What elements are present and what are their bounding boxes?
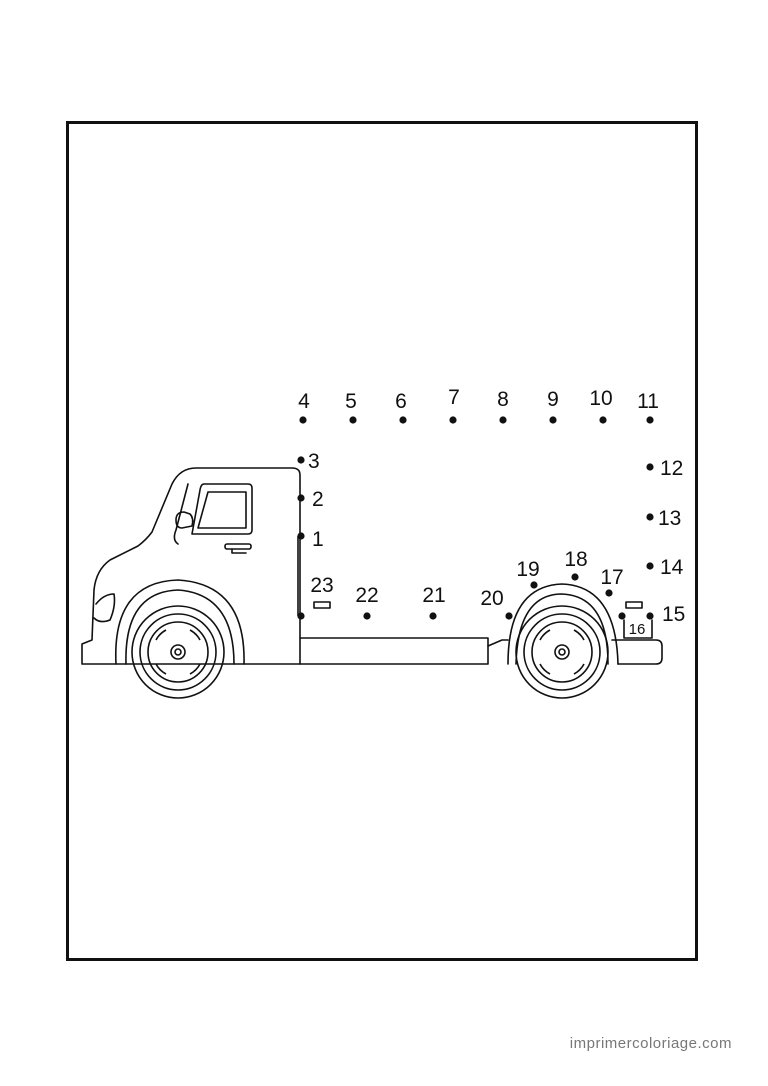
- dot-marker: [297, 494, 305, 502]
- dot-number: 22: [355, 584, 378, 607]
- dot-number: 21: [422, 584, 445, 607]
- page-frame: [66, 121, 698, 961]
- dot-number: 16: [629, 621, 646, 638]
- dot-number: 4: [298, 390, 310, 413]
- dot-marker: [349, 416, 357, 424]
- dot-number: 8: [497, 388, 509, 411]
- dot-10: 10: [589, 387, 613, 424]
- dot-number: 23: [310, 574, 333, 597]
- dot-14: 14: [646, 556, 684, 579]
- dot-number: 2: [312, 488, 324, 511]
- dot-marker: [646, 612, 654, 620]
- dot-13: 13: [646, 507, 681, 530]
- front-wheel-icon: [131, 605, 225, 699]
- dot-number: 20: [480, 587, 503, 610]
- dot-number: 17: [600, 566, 623, 589]
- dot-9: 9: [547, 388, 559, 424]
- dot-19: 19: [516, 558, 540, 589]
- dot-21: 21: [422, 584, 446, 620]
- dot-7: 7: [448, 386, 460, 424]
- dot-1: 1: [297, 528, 324, 551]
- dot-number: 13: [658, 507, 681, 530]
- rear-bumper: [611, 639, 663, 665]
- rear-wheel-icon: [515, 605, 609, 699]
- side-marker-light: [313, 601, 331, 609]
- dot-marker: [646, 463, 654, 471]
- front-wheel-arch: [115, 579, 245, 665]
- dot-15: 15: [646, 603, 685, 626]
- dot-marker: [505, 612, 513, 620]
- dot-number: 10: [589, 387, 612, 410]
- dot-16: 16: [618, 612, 645, 638]
- dot-11: 11: [637, 390, 659, 424]
- dot-marker: [599, 416, 607, 424]
- chassis-bar: [299, 637, 489, 665]
- dot-marker: [449, 416, 457, 424]
- dot-number: 6: [395, 390, 407, 413]
- headlight-icon: [93, 593, 116, 623]
- dot-20: 20: [480, 587, 513, 620]
- dot-4: 4: [298, 390, 310, 424]
- dot-number: 11: [637, 390, 659, 413]
- dot-marker: [399, 416, 407, 424]
- dot-marker: [297, 612, 305, 620]
- dot-number: 9: [547, 388, 559, 411]
- dot-number: 18: [564, 548, 587, 571]
- dot-marker: [646, 562, 654, 570]
- cab-outline: [81, 467, 301, 665]
- dot-12: 12: [646, 457, 683, 480]
- dot-marker: [297, 532, 305, 540]
- dot-marker: [646, 416, 654, 424]
- dot-6: 6: [395, 390, 407, 424]
- dot-number: 14: [660, 556, 684, 579]
- dot-marker: [299, 416, 307, 424]
- dot-marker: [530, 581, 538, 589]
- tail-light: [625, 601, 643, 609]
- dot-marker: [297, 456, 305, 464]
- dot-18: 18: [564, 548, 588, 581]
- dot-marker: [363, 612, 371, 620]
- dot-marker: [571, 573, 579, 581]
- dot-marker: [605, 589, 613, 597]
- dot-marker: [549, 416, 557, 424]
- cab-window-inner: [197, 491, 247, 529]
- dot-marker: [499, 416, 507, 424]
- dot-3: 3: [297, 450, 320, 473]
- truck-icon: [81, 467, 663, 665]
- dot-2: 2: [297, 488, 324, 511]
- dot-number: 15: [662, 603, 685, 626]
- dot-23: 23: [297, 574, 334, 620]
- dot-number: 12: [660, 457, 683, 480]
- website-watermark: imprimercoloriage.com: [569, 1035, 732, 1052]
- dot-8: 8: [497, 388, 509, 424]
- dot-number: 5: [345, 390, 357, 413]
- dot-number: 19: [516, 558, 539, 581]
- dot-number: 1: [312, 528, 324, 551]
- cab-window: [191, 483, 253, 535]
- dot-17: 17: [600, 566, 624, 597]
- mirror-icon: [175, 511, 194, 529]
- dot-marker: [618, 612, 626, 620]
- dot-marker: [429, 612, 437, 620]
- door-handle: [224, 543, 252, 550]
- dot-number: 3: [308, 450, 320, 473]
- rear-wheel-arch: [507, 583, 619, 665]
- dot-number: 7: [448, 386, 460, 409]
- dot-5: 5: [345, 390, 357, 424]
- cab-pillar: [173, 483, 189, 545]
- dot-marker: [646, 513, 654, 521]
- dot-22: 22: [355, 584, 379, 620]
